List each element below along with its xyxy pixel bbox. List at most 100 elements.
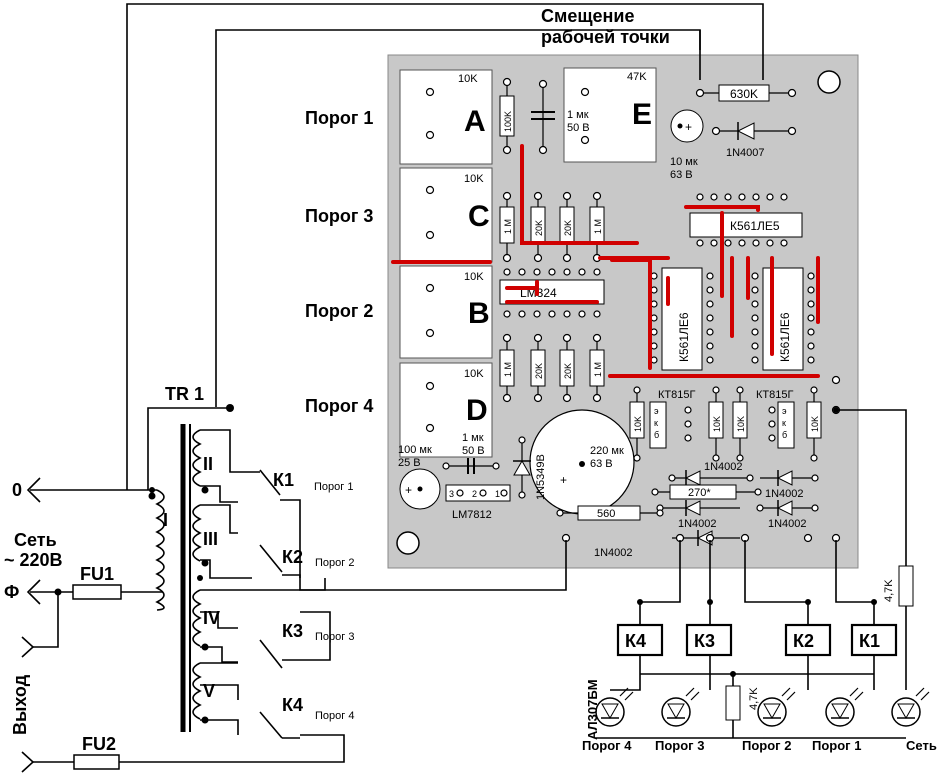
winding-i: I — [163, 510, 168, 530]
svg-text:25 В: 25 В — [398, 457, 421, 469]
svg-text:Сеть: Сеть — [14, 530, 57, 550]
svg-text:0: 0 — [12, 480, 22, 500]
svg-text:B: B — [468, 297, 490, 330]
chip-lm7812: 3 2 1 LM7812 — [445, 484, 511, 521]
svg-text:220 мк: 220 мк — [590, 445, 624, 457]
svg-text:LM7812: LM7812 — [452, 509, 492, 521]
svg-text:100 мк: 100 мк — [398, 444, 432, 456]
led-porog-1: Порог 1 — [812, 687, 864, 753]
resistor-100k: 100K — [499, 77, 515, 155]
output-terminal: Выход — [10, 636, 35, 773]
relay-contact-k2: К2 — [282, 547, 303, 567]
svg-text:1 M: 1 M — [593, 219, 603, 234]
svg-text:б: б — [782, 430, 787, 440]
label-porog-2: Порог 2 — [305, 301, 373, 321]
svg-text:10K: 10K — [633, 416, 643, 432]
capacitor-100uf: + 100 мк 25 В — [398, 444, 441, 510]
svg-text:270*: 270* — [688, 487, 711, 499]
svg-text:10K: 10K — [464, 271, 484, 283]
relay-k3-coil: К3 — [685, 623, 733, 657]
led-porog-2: Порог 2 — [742, 687, 796, 753]
svg-text:4,7K: 4,7K — [883, 579, 895, 602]
svg-text:63 В: 63 В — [670, 169, 693, 181]
mounting-hole — [396, 531, 420, 555]
svg-text:Порог 4: Порог 4 — [582, 738, 632, 753]
led-porog-3: Порог 3 — [655, 687, 704, 753]
relay-coils-wiring — [596, 407, 907, 739]
svg-text:К561ЛЕ6: К561ЛЕ6 — [778, 312, 792, 362]
svg-text:20K: 20K — [534, 220, 544, 236]
svg-text:50 В: 50 В — [567, 122, 590, 134]
resistors-10k: 10K 10K 10K 10K — [629, 375, 841, 462]
led-type-label: АЛ307БМ — [585, 679, 600, 740]
svg-text:1: 1 — [495, 489, 500, 499]
svg-text:50 В: 50 В — [462, 445, 485, 457]
pot-d: 10K D — [399, 362, 493, 458]
heading-line-1: Смещение — [541, 6, 634, 26]
svg-text:D: D — [466, 394, 488, 427]
svg-text:б: б — [654, 430, 659, 440]
relay-contact-k2-label: Порог 2 — [315, 557, 354, 569]
svg-text:КТ815Г: КТ815Г — [756, 389, 793, 401]
svg-text:E: E — [632, 98, 652, 131]
mains-input: 0 Сеть ~ 220В Ф — [4, 477, 63, 605]
label-porog-1: Порог 1 — [305, 108, 373, 128]
svg-text:20K: 20K — [563, 220, 573, 236]
svg-text:10K: 10K — [810, 416, 820, 432]
svg-text:3: 3 — [449, 489, 454, 499]
led-porog-4: Порог 4 — [582, 687, 634, 753]
led-net: Сеть — [891, 687, 937, 753]
chip-k561le5: К561ЛЕ5 — [689, 193, 803, 247]
label-porog-3: Порог 3 — [305, 206, 373, 226]
diode-cluster: 1N4002 1N4002 270* 1N4002 1N4002 — [651, 461, 819, 530]
pot-a: 10K A — [399, 69, 493, 165]
relay-contact-k3: К3 — [282, 621, 303, 641]
relay-k4-coil: К4 — [616, 623, 664, 657]
winding-ii: II — [203, 454, 213, 474]
label-porog-4: Порог 4 — [305, 396, 373, 416]
transformer-label: TR 1 — [165, 384, 204, 404]
svg-text:Ф: Ф — [4, 582, 19, 602]
resistor-560: 560 — [556, 505, 664, 521]
svg-text:630K: 630K — [730, 87, 758, 101]
winding-iv: IV — [203, 608, 220, 628]
svg-text:к: к — [782, 418, 786, 428]
svg-text:к: к — [654, 418, 658, 428]
svg-text:э: э — [654, 406, 659, 416]
resistor-4-7k-led: 4,7K — [725, 685, 760, 721]
transistor-kt815-a: КТ815Г э к б — [649, 389, 695, 449]
winding-iii: III — [203, 529, 218, 549]
svg-text:1 мк: 1 мк — [567, 109, 589, 121]
svg-text:1N4007: 1N4007 — [726, 147, 765, 159]
svg-text:1N4002: 1N4002 — [594, 547, 633, 559]
svg-text:47K: 47K — [627, 71, 647, 83]
red-jumpers — [391, 144, 820, 378]
svg-text:~ 220В: ~ 220В — [4, 550, 63, 570]
pot-b: 10K B — [399, 265, 493, 359]
capacitor-1uf: 1 мк 50 В — [442, 432, 500, 474]
svg-text:+: + — [405, 483, 412, 497]
svg-text:4,7K: 4,7K — [748, 687, 760, 710]
relay-contact-k1-label: Порог 1 — [314, 481, 353, 493]
zener-1n5349b: 1N5349B — [513, 436, 547, 500]
svg-text:1N5349B: 1N5349B — [535, 454, 547, 500]
svg-text:2: 2 — [472, 489, 477, 499]
capacitor-10uf: + 10 мк 63 В — [670, 109, 704, 181]
svg-text:К1: К1 — [859, 631, 880, 651]
svg-text:1 M: 1 M — [593, 362, 603, 377]
mounting-hole — [817, 70, 841, 94]
winding-v: V — [203, 681, 215, 701]
svg-text:10 мк: 10 мк — [670, 156, 698, 168]
pot-c: 10K C — [399, 167, 493, 263]
resistor-630k: 630K — [695, 84, 797, 102]
svg-text:FU1: FU1 — [80, 564, 114, 584]
svg-text:10K: 10K — [464, 368, 484, 380]
svg-text:1 мк: 1 мк — [462, 432, 484, 444]
svg-text:20K: 20K — [563, 363, 573, 379]
svg-text:10K: 10K — [736, 416, 746, 432]
svg-text:20K: 20K — [534, 363, 544, 379]
svg-text:К4: К4 — [625, 631, 646, 651]
fuse-fu1: FU1 — [72, 564, 122, 600]
svg-text:Порог 3: Порог 3 — [655, 738, 704, 753]
